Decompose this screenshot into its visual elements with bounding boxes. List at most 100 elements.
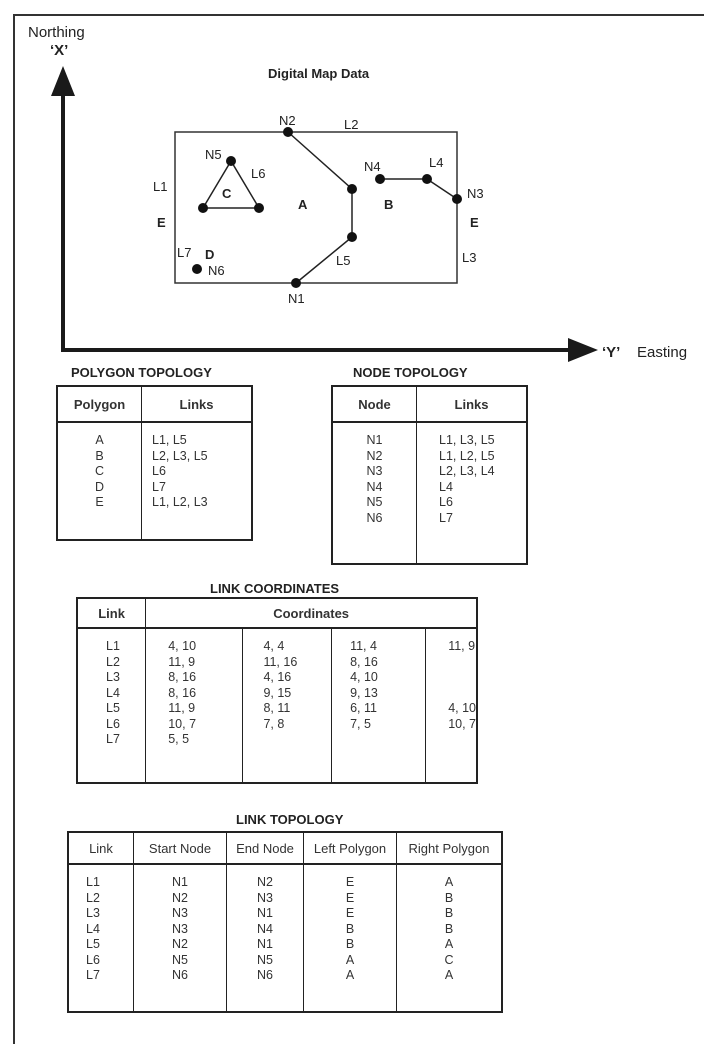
- vertex-point: [347, 184, 357, 194]
- header-right-polygon: Right Polygon: [396, 832, 503, 865]
- link-column: L1 L2 L3 L4 L5 L6 L7: [76, 628, 147, 783]
- polygon-label-c: C: [222, 186, 232, 201]
- links-cell: L2, L3, L4: [439, 464, 495, 478]
- node-links-column: L1, L3, L5 L1, L2, L5 L2, L3, L4 L4 L6 L…: [416, 422, 528, 564]
- end-node-column: N2 N3 N1 N4 N1 N5 N6: [226, 864, 304, 1012]
- link-label-l2: L2: [344, 117, 358, 132]
- left-polygon-cell: E: [345, 875, 355, 889]
- polygon-cell: A: [95, 433, 104, 447]
- right-polygon-cell: B: [444, 890, 454, 905]
- link-cell: L1: [86, 875, 100, 889]
- node-column: N1 N2 N3 N4 N5 N6: [331, 422, 417, 564]
- link-cell: L3: [86, 906, 100, 920]
- coordinate-cell: 9, 15: [263, 685, 292, 700]
- link-cell: L2: [106, 654, 120, 669]
- left-polygon-cell: B: [345, 937, 355, 951]
- polygon-label-d: D: [205, 247, 214, 262]
- polygon-cell: E: [95, 495, 104, 509]
- x-axis-label: ‘X’: [50, 42, 69, 59]
- link-label-l7: L7: [177, 245, 191, 260]
- polygon-c-triangle: [201, 159, 261, 209]
- vertex-point: [347, 232, 357, 242]
- map-diagram: Digital Map Data N1 N2 N3 N4 N5 N6 L1 L2…: [51, 66, 598, 362]
- polygon-topology-table: Polygon Links A B C D E L1, L5 L2, L3, L…: [56, 385, 253, 541]
- start-node-cell: N2: [172, 937, 188, 951]
- link-cell: L7: [106, 732, 120, 746]
- coordinate-column-4: 11, 9 ​ ​ ​ 4, 10 10, 7 ​: [425, 628, 478, 783]
- start-node-cell: N1: [172, 875, 188, 889]
- left-polygon-column: E E E B B A A: [303, 864, 397, 1012]
- left-polygon-cell: A: [345, 968, 355, 982]
- node-label-n5: N5: [205, 147, 222, 162]
- node-label-n3: N3: [467, 186, 484, 201]
- end-node-cell: N4: [257, 921, 273, 936]
- link-cell: L6: [86, 952, 100, 967]
- node-label-n6: N6: [208, 263, 225, 278]
- link-cell: L5: [106, 701, 120, 715]
- polygon-column: A B C D E: [56, 422, 142, 540]
- coordinate-cell: 8, 16: [168, 670, 197, 684]
- right-polygon-cell: C: [444, 952, 454, 967]
- node-cell: N6: [366, 510, 383, 525]
- coordinate-cell: 11, 4: [350, 639, 377, 653]
- node-cell: N1: [366, 433, 383, 447]
- start-node-cell: N6: [172, 968, 188, 982]
- link-cell: L3: [106, 670, 120, 684]
- end-node-cell: N6: [257, 968, 273, 982]
- header-link: Link: [76, 598, 147, 629]
- left-polygon-cell: B: [345, 921, 355, 936]
- coordinate-cell: 4, 10: [168, 639, 197, 653]
- node-n6: [192, 264, 202, 274]
- link-label-l6: L6: [251, 166, 265, 181]
- coordinate-cell: ​: [448, 655, 476, 671]
- coordinate-cell: ​: [448, 670, 476, 686]
- links-cell: L4: [439, 479, 453, 494]
- map-title: Digital Map Data: [268, 66, 370, 81]
- links-cell: L6: [152, 464, 166, 478]
- link-topology-title: LINK TOPOLOGY: [236, 812, 344, 827]
- link-label-l4: L4: [429, 155, 443, 170]
- polygon-label-a: A: [298, 197, 308, 212]
- polygon-cell: D: [94, 479, 105, 494]
- header-left-polygon: Left Polygon: [303, 832, 397, 865]
- vertex-point: [422, 174, 432, 184]
- y-axis-label: ‘Y’: [602, 344, 621, 361]
- node-n3: [452, 194, 462, 204]
- link-cell: L2: [86, 890, 100, 905]
- link-cell: L1: [106, 639, 120, 653]
- polygon-label-b: B: [384, 197, 393, 212]
- node-n2: [283, 127, 293, 137]
- header-links: Links: [416, 386, 528, 423]
- header-polygon: Polygon: [56, 386, 142, 423]
- link-column: L1 L2 L3 L4 L5 L6 L7: [67, 864, 134, 1012]
- right-polygon-column: A B B B A C A: [396, 864, 503, 1012]
- link-label-l1: L1: [153, 179, 167, 194]
- link-l4: [380, 178, 458, 200]
- easting-label: Easting: [637, 344, 688, 361]
- node-cell: N4: [366, 479, 383, 494]
- link-cell: L6: [106, 716, 120, 731]
- link-topology-table: Link Start Node End Node Left Polygon Ri…: [67, 831, 503, 1013]
- coordinate-column-1: 4, 10 11, 9 8, 16 8, 16 11, 9 10, 7 5, 5: [145, 628, 244, 783]
- end-node-cell: N1: [257, 906, 273, 920]
- link-label-l5: L5: [336, 253, 350, 268]
- header-end-node: End Node: [226, 832, 304, 865]
- coordinate-cell: 10, 7: [168, 716, 197, 731]
- coordinate-cell: 11, 9: [448, 639, 476, 653]
- link-coordinates-table: Link Coordinates L1 L2 L3 L4 L5 L6 L7 4,…: [76, 597, 478, 784]
- node-topology-title: NODE TOPOLOGY: [353, 365, 468, 380]
- left-polygon-cell: E: [345, 890, 355, 905]
- polygon-links-column: L1, L5 L2, L3, L5 L6 L7 L1, L2, L3: [141, 422, 253, 540]
- map-boundary: [174, 131, 458, 284]
- coordinate-cell: 5, 5: [168, 732, 190, 746]
- links-cell: L1, L2, L3: [152, 495, 208, 509]
- coordinate-cell: 6, 11: [350, 701, 377, 715]
- links-cell: L6: [439, 495, 453, 509]
- link-cell: L4: [86, 921, 100, 936]
- links-cell: L7: [439, 510, 453, 525]
- polygon-cell: C: [94, 464, 105, 478]
- coordinate-cell: 10, 7: [448, 716, 476, 731]
- links-cell: L1, L2, L5: [439, 448, 495, 463]
- start-node-column: N1 N2 N3 N3 N2 N5 N6: [133, 864, 227, 1012]
- link-coordinates-title: LINK COORDINATES: [210, 581, 340, 596]
